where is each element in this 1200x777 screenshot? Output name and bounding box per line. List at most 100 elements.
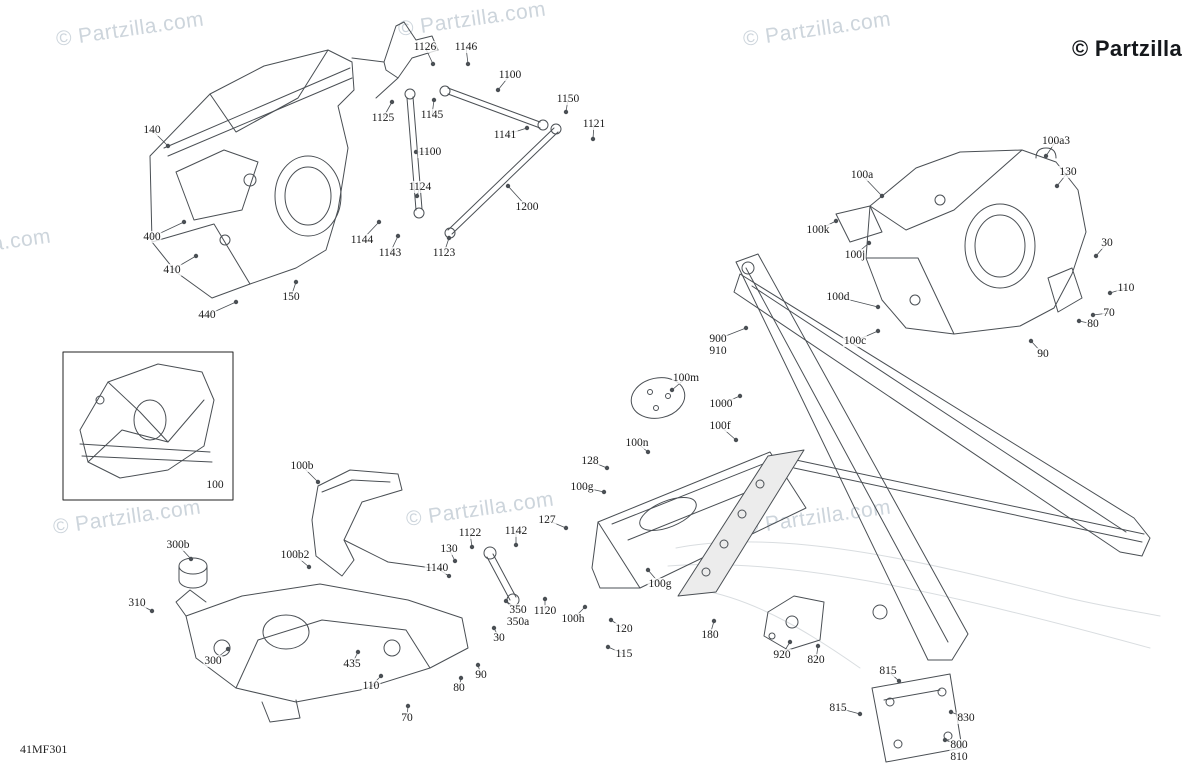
fastener-dot	[601, 489, 607, 495]
fastener-dot	[866, 240, 872, 246]
part-callout-910: 910	[708, 344, 728, 358]
fastener-dot	[446, 235, 452, 241]
part-callout-100f: 100f	[708, 419, 732, 433]
part-callout-150: 150	[281, 290, 301, 304]
part-callout-810: 810	[949, 750, 969, 764]
part-callout-180: 180	[700, 628, 720, 642]
lower-arm-assembly-art	[175, 469, 520, 723]
diagram-code: 41MF301	[20, 742, 68, 756]
fastener-dot	[233, 299, 239, 305]
tunnel-rails-art	[733, 253, 1151, 661]
fastener-dot	[948, 709, 954, 715]
fastener-dot	[787, 639, 793, 645]
fastener-dot	[306, 564, 312, 570]
part-callout-1145: 1145	[419, 108, 445, 122]
part-callout-1142: 1142	[503, 524, 529, 538]
part-callout-400: 400	[142, 230, 162, 244]
fastener-dot	[875, 304, 881, 310]
fastener-dot	[149, 608, 155, 614]
fastener-dot	[355, 649, 361, 655]
part-callout-115: 115	[614, 647, 634, 661]
part-callout-1124: 1124	[407, 180, 433, 194]
part-callout-70: 70	[400, 711, 414, 725]
part-callout-920: 920	[772, 648, 792, 662]
fastener-dot	[645, 449, 651, 455]
fastener-dot	[604, 465, 610, 471]
part-callout-350: 350	[508, 603, 528, 617]
part-callout-100b: 100b	[289, 459, 315, 473]
fastener-dot	[896, 678, 902, 684]
fastener-dot	[503, 598, 509, 604]
part-callout-1123: 1123	[431, 246, 457, 260]
part-callout-100a3: 100a3	[1040, 134, 1072, 148]
part-callout-1120: 1120	[532, 604, 558, 618]
part-callout-1126: 1126	[412, 40, 438, 54]
part-callout-100n: 100n	[624, 436, 650, 450]
fastener-dot	[743, 325, 749, 331]
fastener-dot	[465, 61, 471, 67]
part-callout-100k: 100k	[805, 223, 831, 237]
part-callout-100c: 100c	[842, 334, 868, 348]
fastener-dot	[1076, 318, 1082, 324]
part-callout-1200: 1200	[514, 200, 540, 214]
part-callout-100m: 100m	[671, 371, 701, 385]
part-callout-1144: 1144	[349, 233, 375, 247]
fastener-dot	[711, 618, 717, 624]
part-callout-90: 90	[1036, 347, 1050, 361]
part-callout-100d: 100d	[825, 290, 851, 304]
fastener-dot	[833, 218, 839, 224]
fastener-dot	[737, 393, 743, 399]
part-callout-90: 90	[474, 668, 488, 682]
fastener-dot	[1093, 253, 1099, 259]
fastener-dot	[857, 711, 863, 717]
fastener-dot	[815, 643, 821, 649]
fastener-dot	[1028, 338, 1034, 344]
fastener-dot	[1043, 153, 1049, 159]
fastener-dot	[446, 573, 452, 579]
part-callout-300: 300	[203, 654, 223, 668]
fastener-dot	[376, 219, 382, 225]
fastener-dot	[414, 193, 420, 199]
part-callout-110: 110	[361, 679, 381, 693]
part-callout-130: 130	[439, 542, 459, 556]
part-callout-30: 30	[1100, 236, 1114, 250]
part-callout-1121: 1121	[581, 117, 607, 131]
fastener-dot	[389, 99, 395, 105]
part-callout-100b2: 100b2	[279, 548, 311, 562]
fastener-dot	[395, 233, 401, 239]
part-callout-815: 815	[828, 701, 848, 715]
fastener-dot	[405, 703, 411, 709]
part-callout-100g: 100g	[647, 577, 673, 591]
fastener-dot	[181, 219, 187, 225]
part-callout-80: 80	[1086, 317, 1100, 331]
part-callout-80: 80	[452, 681, 466, 695]
fastener-dot	[1107, 290, 1113, 296]
fastener-dot	[315, 479, 321, 485]
part-callout-410: 410	[162, 263, 182, 277]
fastener-dot	[193, 253, 199, 259]
fastener-dot	[590, 136, 596, 142]
footrest-assembly-art	[591, 377, 807, 597]
fastener-dot	[608, 617, 614, 623]
part-callout-1150: 1150	[555, 92, 581, 106]
part-callout-820: 820	[806, 653, 826, 667]
part-callout-815: 815	[878, 664, 898, 678]
part-callout-440: 440	[197, 308, 217, 322]
fastener-dot	[469, 544, 475, 550]
fastener-dot	[452, 558, 458, 564]
fastener-dot	[1054, 183, 1060, 189]
part-callout-800: 800	[949, 738, 969, 752]
fastener-dot	[942, 737, 948, 743]
part-callout-100j: 100j	[843, 248, 867, 262]
fastener-dot	[669, 387, 675, 393]
fastener-dot	[645, 567, 651, 573]
fastener-dot	[431, 97, 437, 103]
part-callout-130: 130	[1058, 165, 1078, 179]
fastener-dot	[413, 149, 419, 155]
part-callout-30: 30	[492, 631, 506, 645]
part-callout-300b: 300b	[165, 538, 191, 552]
fastener-dot	[1090, 312, 1096, 318]
fastener-dot	[495, 87, 501, 93]
